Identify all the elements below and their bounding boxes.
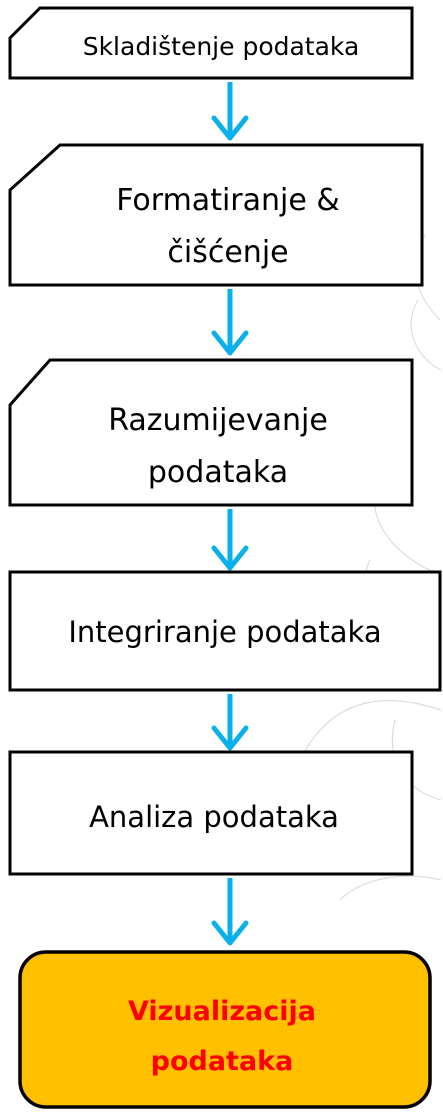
step-1-label: Skladištenje podataka bbox=[83, 32, 360, 61]
step-3-shape bbox=[8, 358, 414, 507]
step-2-label-line-2: čišćenje bbox=[167, 235, 288, 270]
step-3-label-line-1: Razumijevanje bbox=[108, 403, 328, 438]
step-4-shape bbox=[8, 570, 442, 692]
step-4-label: Integriranje podataka bbox=[68, 615, 381, 649]
step-3-label-line-2: podataka bbox=[148, 455, 288, 490]
step-6-label-line-1: Vizualizacija bbox=[128, 996, 316, 1027]
step-2-shape bbox=[8, 143, 424, 287]
arrow-5 bbox=[211, 878, 249, 946]
step-3-box: Razumijevanje podataka bbox=[8, 358, 414, 507]
step-6-box: Vizualizacija podataka bbox=[18, 950, 432, 1109]
arrow-2 bbox=[211, 289, 249, 356]
step-5-box: Analiza podataka bbox=[8, 750, 414, 876]
step-6-shape bbox=[18, 950, 432, 1109]
step-1-box: Skladištenje podataka bbox=[8, 6, 414, 80]
step-6-label-line-2: podataka bbox=[151, 1046, 294, 1077]
step-1-shape bbox=[8, 6, 414, 80]
arrow-3 bbox=[211, 509, 249, 571]
step-4-box: Integriranje podataka bbox=[8, 570, 442, 692]
step-2-label-line-1: Formatiranje & bbox=[116, 183, 340, 218]
step-5-shape bbox=[8, 750, 414, 876]
step-2-box: Formatiranje & čišćenje bbox=[8, 143, 424, 287]
step-5-label: Analiza podataka bbox=[89, 800, 339, 834]
arrow-4 bbox=[211, 694, 249, 751]
arrow-1 bbox=[211, 82, 249, 141]
